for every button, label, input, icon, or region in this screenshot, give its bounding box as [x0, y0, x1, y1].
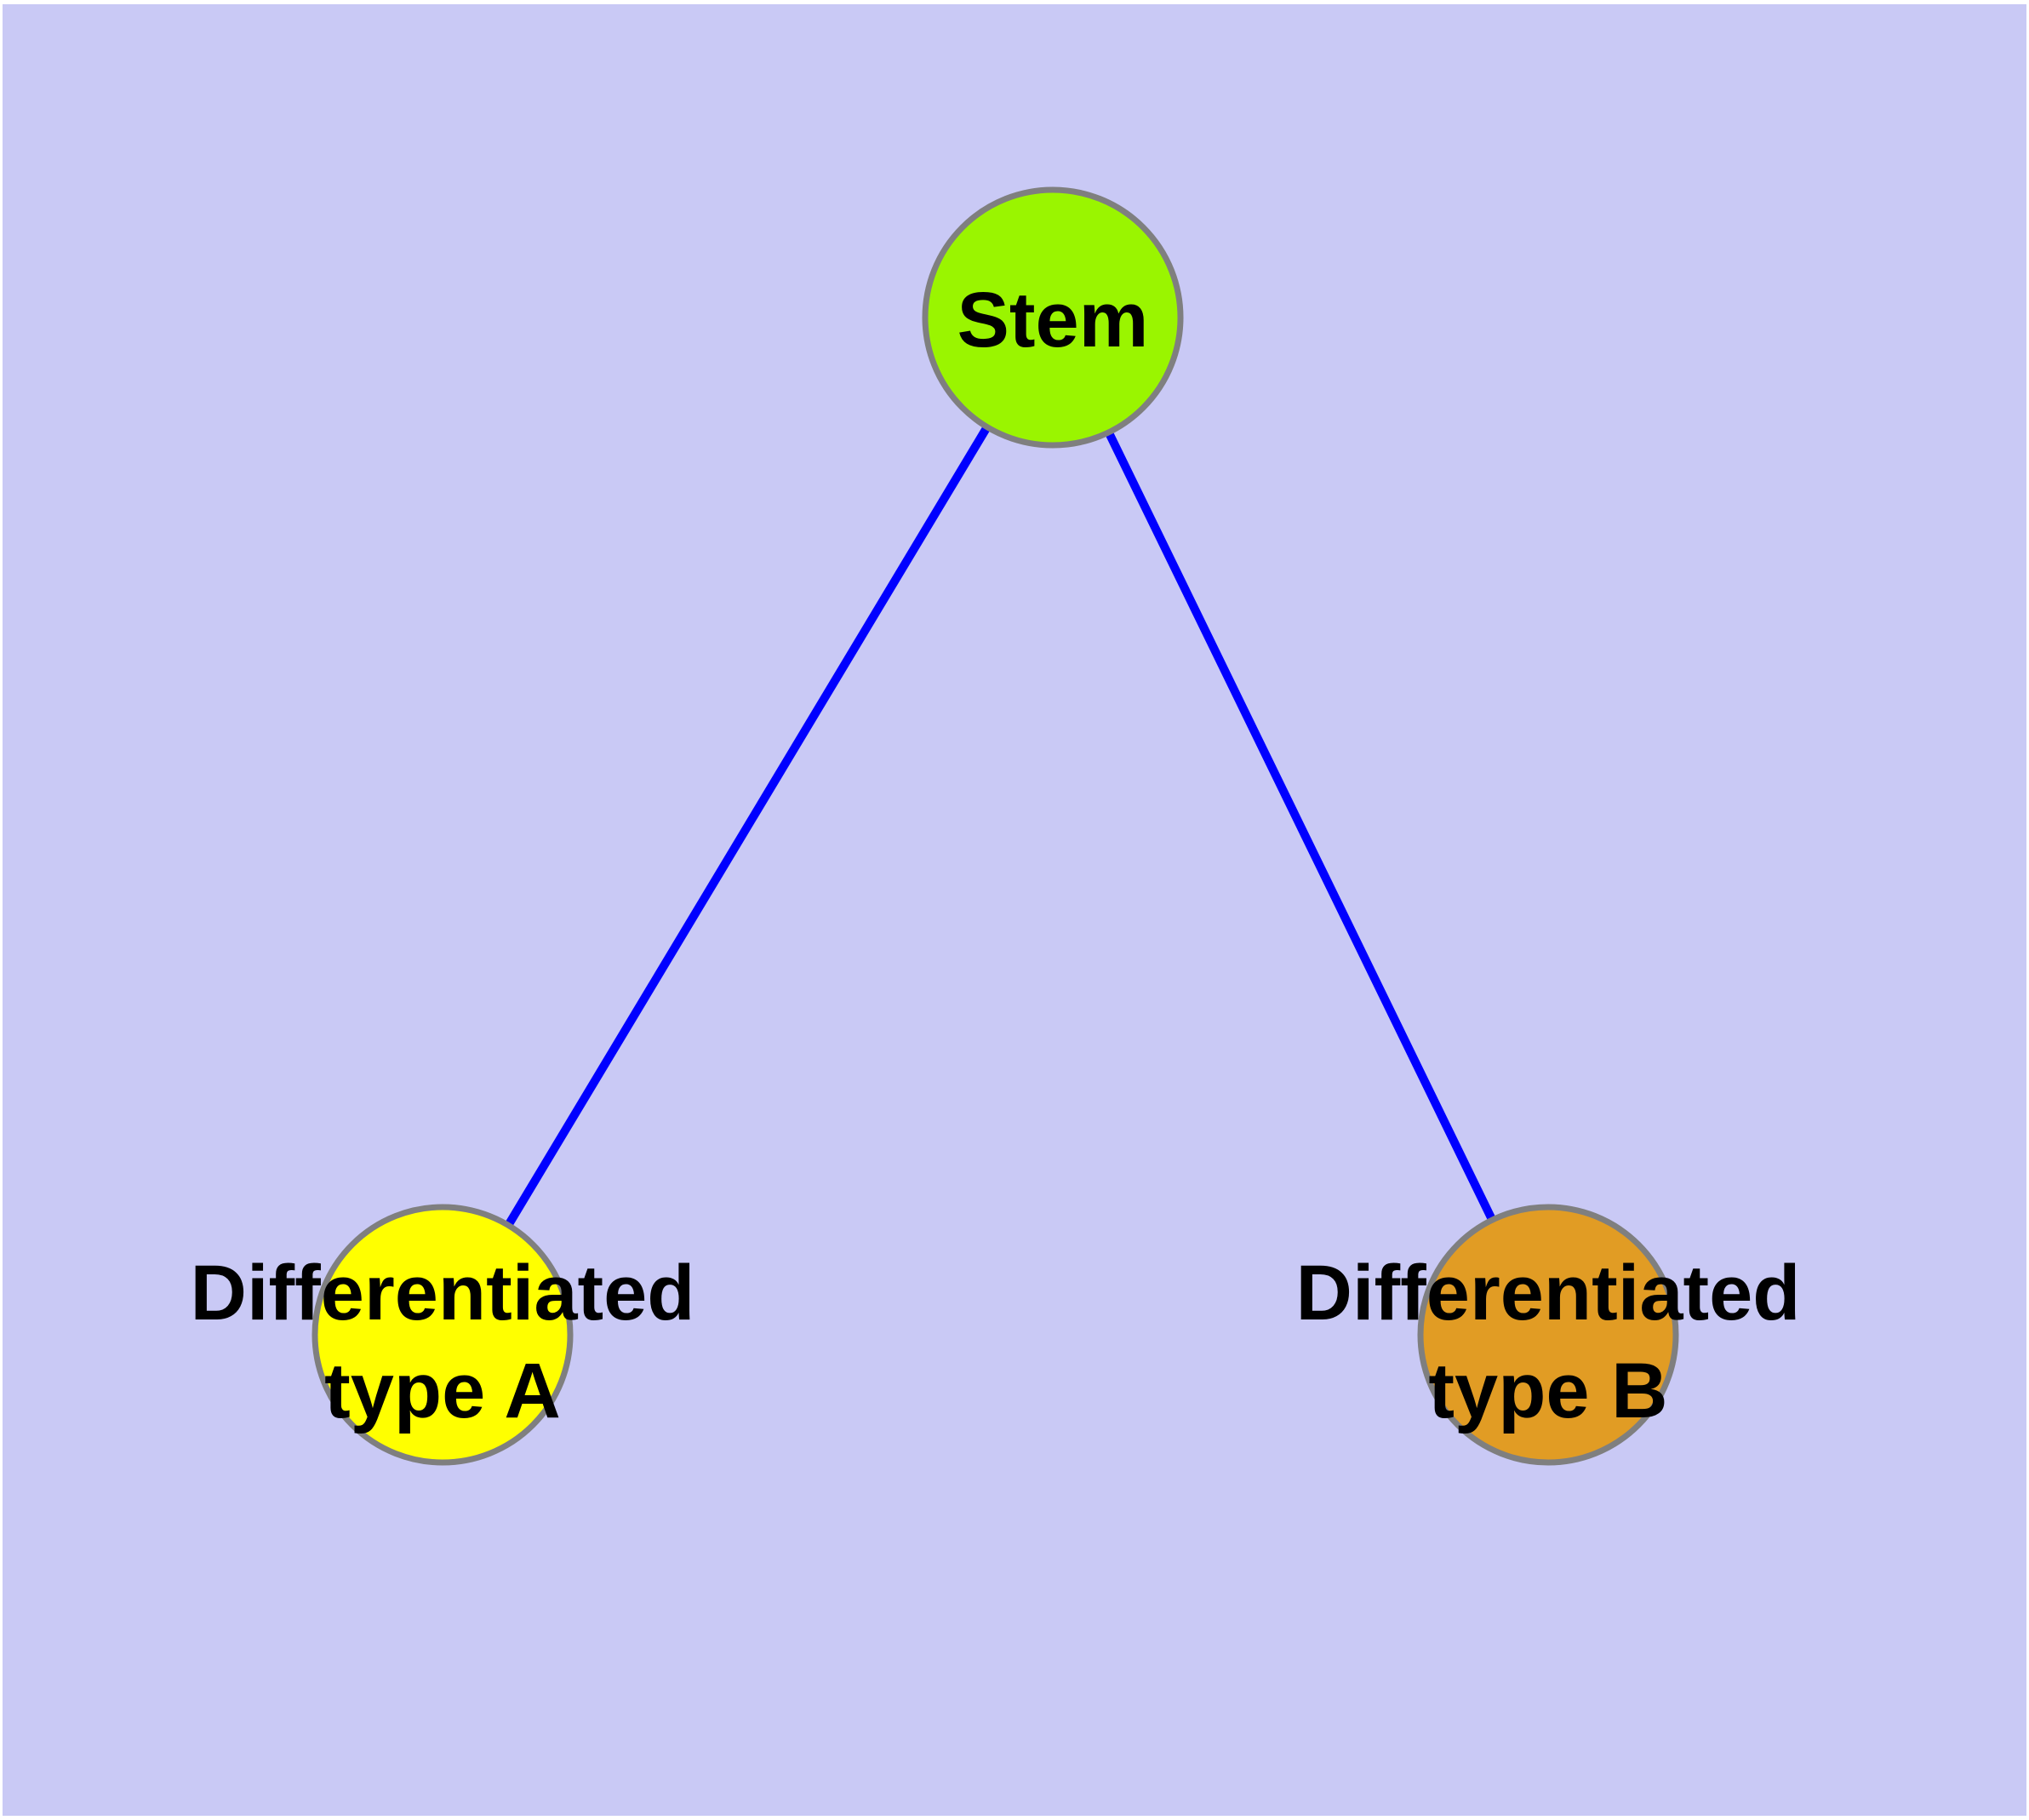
type-a-label-line2: type A [324, 1348, 561, 1434]
edge-stem-to-type-a [438, 315, 1057, 1337]
stem-node [922, 186, 1184, 449]
type-a-label-line1: Differentiated [191, 1250, 695, 1336]
node-labels: Stem Differentiated type A Differentiate… [191, 277, 1801, 1434]
nodes [311, 186, 1679, 1466]
type-b-label-line1: Differentiated [1296, 1250, 1801, 1336]
stem-node-label: Stem [957, 277, 1149, 363]
differentiated-type-a-node [311, 1204, 574, 1466]
edge-stem-to-type-b [1049, 315, 1552, 1337]
differentiated-type-b-node [1417, 1204, 1679, 1466]
type-b-label-line2: type B [1428, 1348, 1667, 1434]
edges [438, 315, 1552, 1337]
